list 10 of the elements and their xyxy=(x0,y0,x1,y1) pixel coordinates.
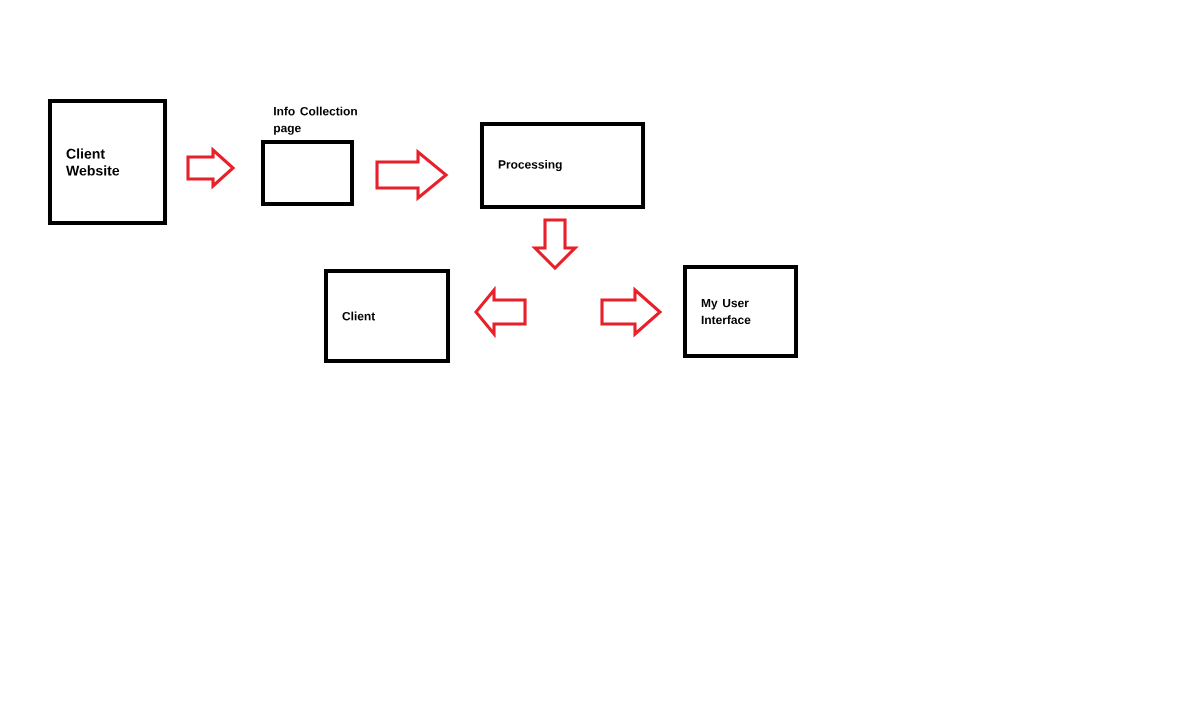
process-box: Client xyxy=(324,269,451,363)
process-box: Processing xyxy=(480,122,646,209)
block-arrow xyxy=(375,148,449,202)
block-arrow xyxy=(186,146,236,190)
block-arrow xyxy=(531,218,579,271)
block-arrow xyxy=(600,286,663,338)
box-heading: Info Collection page xyxy=(274,106,357,135)
process-box: Client Website xyxy=(48,99,167,225)
block-arrow xyxy=(474,285,527,339)
process-box: My User Interface xyxy=(683,265,798,358)
